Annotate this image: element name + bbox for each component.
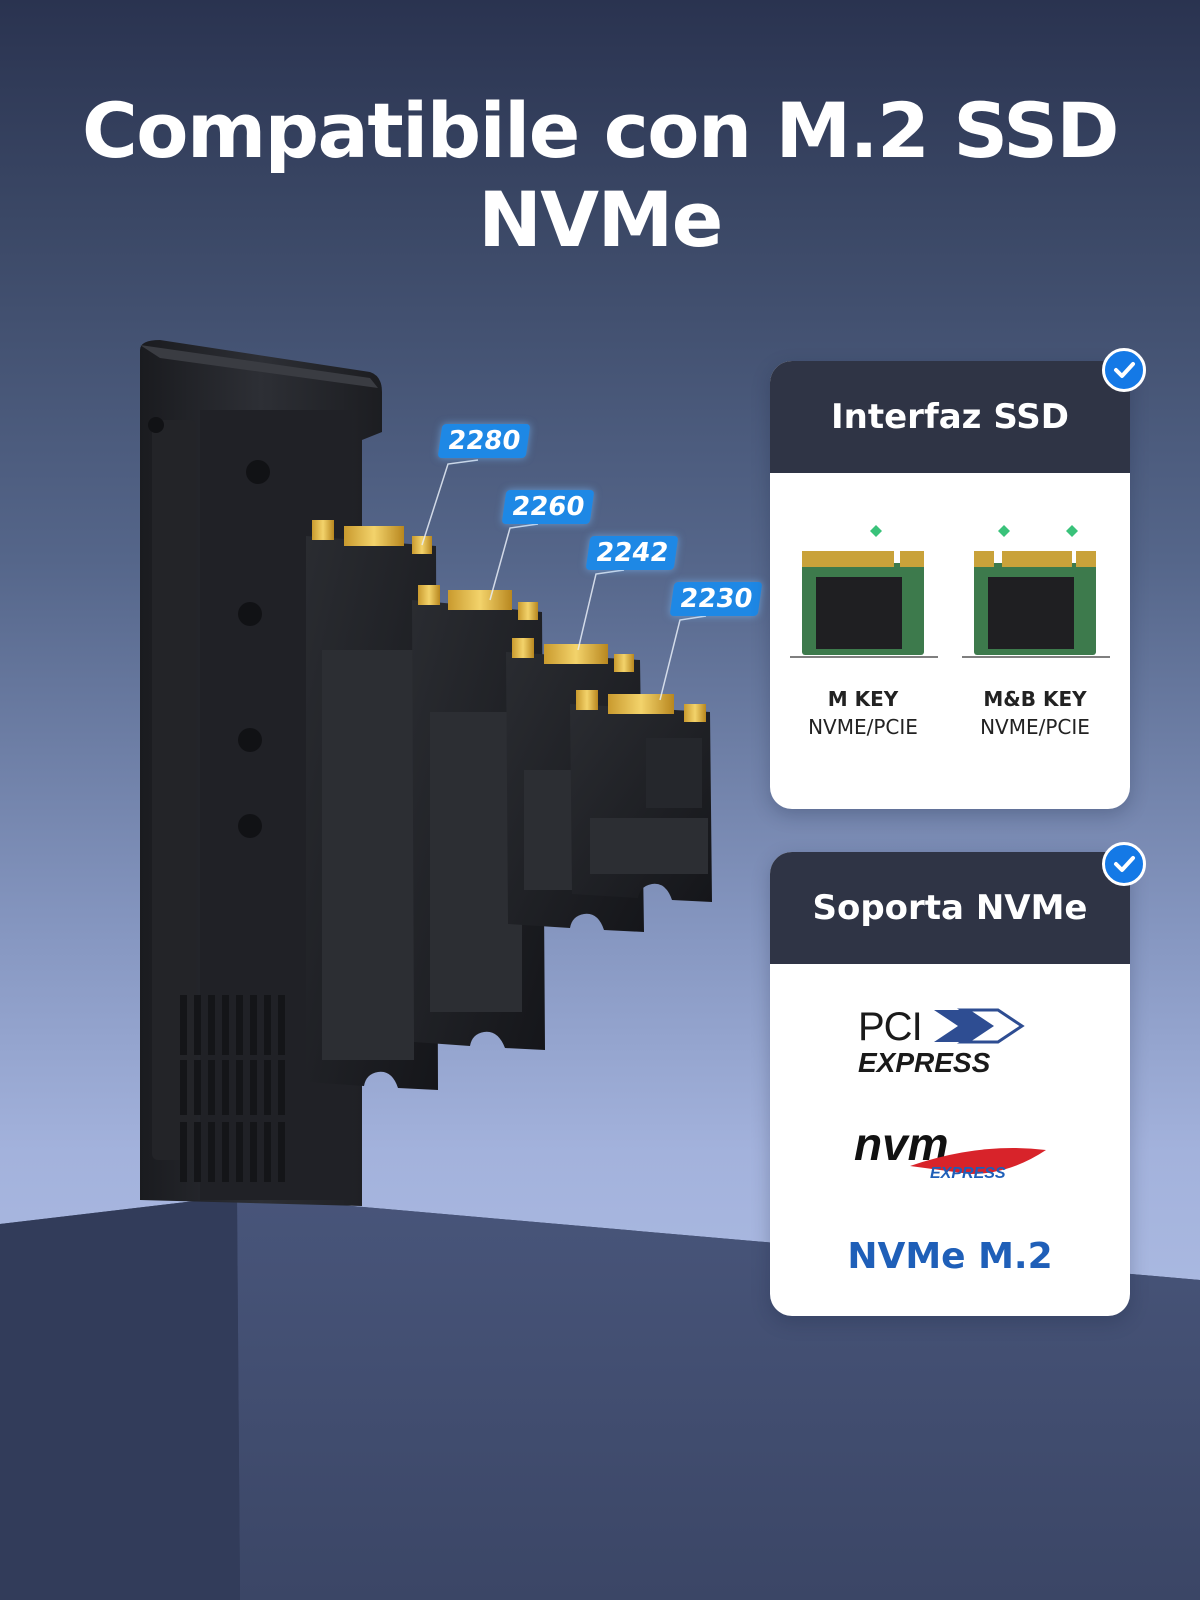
length-tag-2230: 2230 xyxy=(669,582,763,616)
length-tag-2242: 2242 xyxy=(585,536,679,570)
length-tag-2280: 2280 xyxy=(437,424,531,458)
length-leader-lines xyxy=(421,459,707,701)
mb-key-type: NVME/PCIE xyxy=(980,715,1090,739)
length-tag-2260: 2260 xyxy=(501,490,595,524)
svg-text:PCI: PCI xyxy=(858,1005,922,1049)
ssd-board-2280 xyxy=(306,520,438,1090)
nvme-card: Soporta NVMe PCI EXPRESS nvm EXPRESS NVM… xyxy=(770,852,1130,1316)
svg-text:EXPRESS: EXPRESS xyxy=(930,1165,1006,1182)
pci-express-logo: PCI EXPRESS xyxy=(858,1005,1025,1078)
nvme-card-title: Soporta NVMe xyxy=(770,852,1130,964)
headline: Compatibile con M.2 SSD NVMe xyxy=(81,86,1120,264)
check-badge-icon xyxy=(1102,842,1146,886)
mb-key-name: M&B KEY xyxy=(983,687,1087,711)
nvm-express-logo: nvm EXPRESS xyxy=(854,1120,1046,1182)
m-key-label: M KEY NVME/PCIE xyxy=(778,687,948,739)
interface-card-title: Interfaz SSD xyxy=(770,361,1130,473)
interface-card: Interfaz SSD xyxy=(770,361,1130,809)
m-key-module xyxy=(790,525,938,658)
m-key-name: M KEY xyxy=(827,687,899,711)
check-badge-icon xyxy=(1102,348,1146,392)
m-key-type: NVME/PCIE xyxy=(808,715,918,739)
mb-key-label: M&B KEY NVME/PCIE xyxy=(950,687,1120,739)
vent-slots xyxy=(180,995,285,1182)
key-illustrations xyxy=(790,525,1110,658)
ssd-board-2230 xyxy=(570,690,712,902)
nvme-m2-label: NVMe M.2 xyxy=(847,1236,1053,1277)
svg-text:EXPRESS: EXPRESS xyxy=(858,1047,991,1078)
mb-key-module xyxy=(962,525,1110,658)
